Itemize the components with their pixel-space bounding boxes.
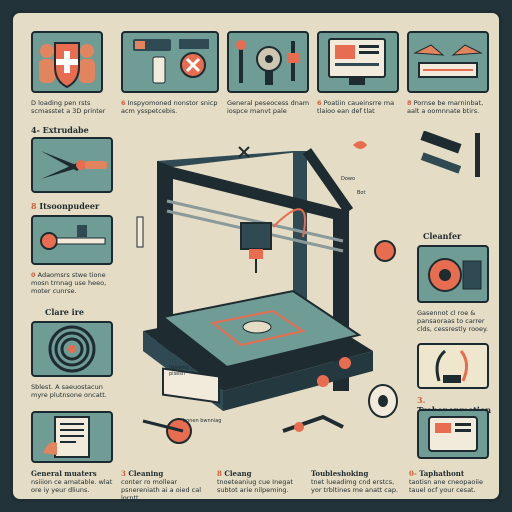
caption-b1: General muaters nsiiion ce amatable. wla…: [31, 469, 119, 494]
heading-b5: 0- Taphathont: [409, 469, 495, 478]
document-icon: [43, 416, 90, 458]
num-tl5: 8: [407, 99, 412, 107]
center-small-label-1: Dowo: [341, 176, 356, 182]
text-l2: Itsoonpudeer: [39, 201, 100, 211]
panel-inspection: [121, 31, 219, 93]
panel-spool: [417, 245, 489, 303]
heading-b4: Toubleshoking: [311, 469, 369, 478]
heading-b1: General muaters: [31, 469, 97, 478]
text-tl2: Inspyomoned nonstor snicp acm ysspetcebi…: [121, 99, 218, 115]
safety-people-icon: [39, 42, 95, 89]
bed-level-icon: [413, 44, 483, 78]
label-tl4: 6 Poatiin caueinsrre ma tlaioo ean def t…: [317, 99, 403, 115]
panel-brush: [417, 343, 489, 389]
panel-monitor: [317, 31, 399, 93]
num-tl2: 6: [121, 99, 126, 107]
text-b4: tnet lueadimg cnd erstcs, yor trbltines …: [311, 478, 399, 494]
panel-safety: [31, 31, 103, 93]
text-tl5: Pornse be marninbat, aalt a oomnnate bti…: [407, 99, 484, 115]
text-b1: nsiiion ce amatable. wlat ore iy yeur dl…: [31, 478, 113, 494]
panel-general: [227, 31, 309, 93]
panel-document: [31, 411, 113, 463]
brush-icon: [435, 349, 468, 383]
caption-b2: 3 Cleaning conter ro mollear psnereniath…: [121, 469, 213, 502]
label-tl1: D loading pen rsts scmasstet a 3D printe…: [31, 99, 106, 115]
tools-icon: [236, 40, 299, 85]
text-tl4: Poatiin caueinsrre ma tlaioo ean def tla…: [317, 99, 395, 115]
num-b3: 8: [217, 469, 222, 478]
parts-icon: [420, 131, 480, 177]
heading-itsoonpudeer: 8 Itsoonpudeer: [31, 201, 99, 211]
panel-parts: [417, 131, 489, 179]
label-tl5: 8 Pornse be marninbat, aalt a oomnnate b…: [407, 99, 493, 115]
panel-filament: [31, 321, 113, 377]
label-l3: 0 Adaomsrs stwe tione mosn trnnag use he…: [31, 271, 119, 295]
num-l3: 0: [31, 271, 36, 279]
heading-cleanfer: Cleanfer: [423, 231, 462, 241]
monitor-icon: [328, 38, 386, 85]
wrench-icon: [40, 225, 106, 250]
heading-b3: 8 Cleang: [217, 469, 309, 478]
label-tl3: General peseocess dnam iospce manvt pale: [227, 99, 310, 115]
infographic-frame: D loading pen rsts scmasstet a 3D printe…: [10, 10, 502, 502]
text-b2: conter ro mollear psnereniath ai a oied …: [121, 478, 202, 502]
inspection-tools-icon: [133, 39, 209, 84]
heading-clare: Clare ire: [45, 307, 85, 317]
center-small-label-2: Bot: [357, 190, 366, 196]
caption-b4: Toubleshoking tnet lueadimg cnd erstcs, …: [311, 469, 405, 494]
caption-b5: 0- Taphathont taotisn ane cneopaoiie tau…: [409, 469, 495, 494]
panel-extruder: [31, 137, 113, 193]
text-b2-h: Cleaning: [128, 469, 164, 478]
heading-extrudabe: 4- Extrudabe: [31, 125, 89, 135]
printer-screen-text: Ilsisemp bsneo pisesh: [169, 365, 207, 377]
panel-tablet: [417, 409, 489, 459]
printer-illustration: Ilsisemp bsneo pisesh Dowo Bot bonen bwn…: [123, 131, 411, 461]
label-r1: Gasennot cl roe & pansaoraas to carrer c…: [417, 309, 489, 333]
num-r2: 3.: [417, 395, 426, 405]
caption-b3: 8 Cleang tnoeteaniug cue Inegat subtot a…: [217, 469, 309, 494]
text-l3: Adaomsrs stwe tione mosn trnnag use heeo…: [31, 271, 107, 295]
pliers-icon: [41, 151, 107, 179]
num-l2: 8: [31, 201, 37, 211]
text-b3-h: Cleang: [224, 469, 252, 478]
spool-icon: [428, 258, 482, 292]
filament-coil-icon: [48, 325, 96, 373]
label-tl2: 6 Inspyomoned nonstor snicp acm ysspetce…: [121, 99, 221, 115]
num-b5: 0-: [409, 469, 417, 478]
tablet-icon: [428, 416, 478, 452]
num-tl4: 6: [317, 99, 322, 107]
panel-wrench: [31, 215, 113, 265]
panel-bed: [407, 31, 489, 93]
heading-b2: 3 Cleaning: [121, 469, 213, 478]
printer-svg: [123, 131, 411, 461]
center-small-label-3: bonen bwnniag: [183, 418, 222, 424]
text-b5: taotisn ane cneopaoiie tauel ocf your ce…: [409, 478, 483, 494]
num-b2: 3: [121, 469, 126, 478]
text-b5-h: Taphathont: [419, 469, 465, 478]
text-b3: tnoeteaniug cue Inegat subtot arie nilpe…: [217, 478, 293, 494]
label-l5: Sblest. A saeuostacun myre plutnsone onc…: [31, 383, 107, 399]
